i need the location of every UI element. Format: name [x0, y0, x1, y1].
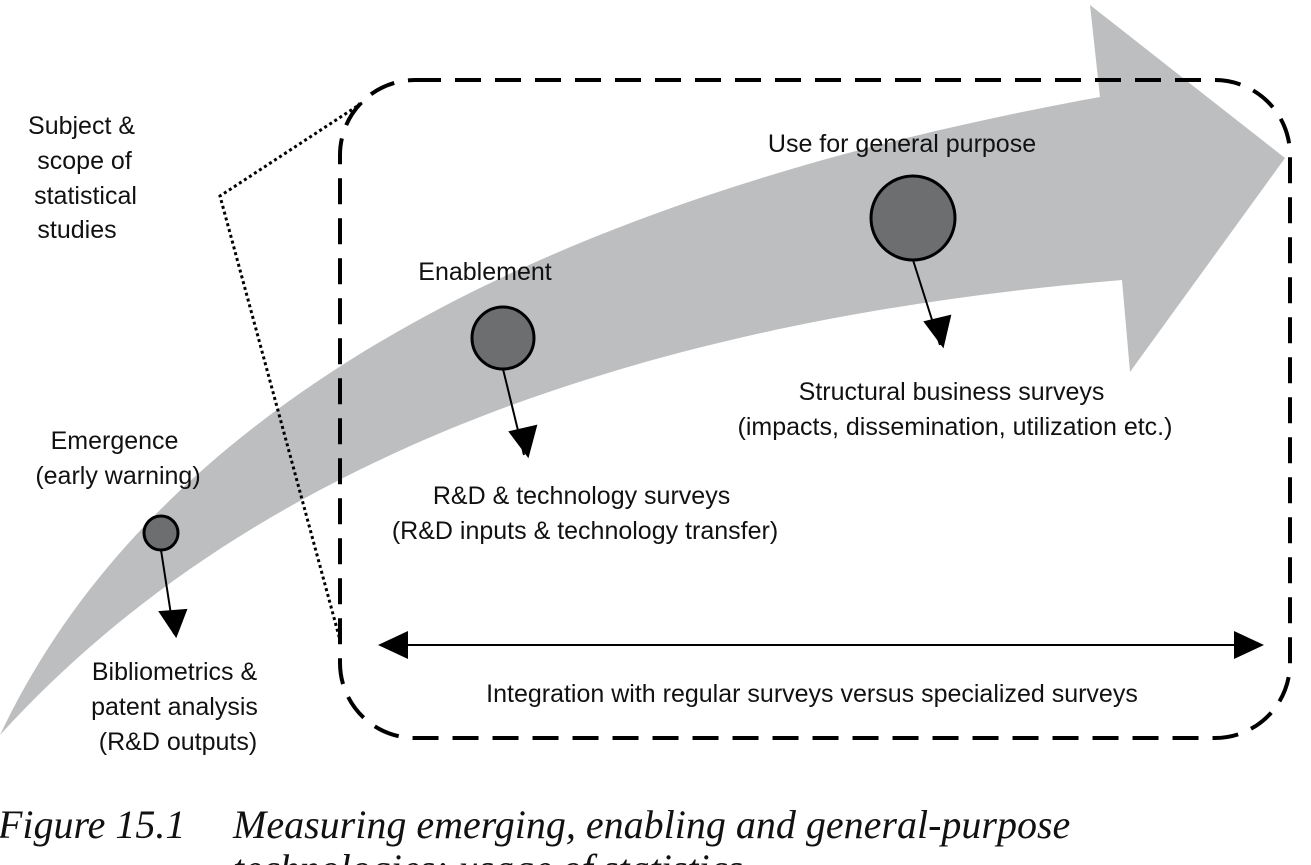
subject-label: Subject & scope of statistical studies: [28, 112, 144, 244]
caption-line-1: Measuring emerging, enabling and general…: [232, 802, 1070, 847]
enablement-label: Enablement: [418, 258, 551, 286]
scope-box: [338, 78, 1292, 740]
integration-double-arrow: [378, 631, 1264, 659]
bibliometrics-label: Bibliometrics & patent analysis (R&D out…: [91, 658, 265, 756]
pointer-arrows: [158, 259, 952, 639]
figure-number: Figure 15.1: [0, 802, 185, 847]
structural-surveys-label: Structural business surveys (impacts, di…: [738, 378, 1173, 441]
enablement-node: [470, 305, 536, 371]
emergence-label: Emergence (early warning): [35, 427, 200, 490]
growth-arrow: [0, 5, 1285, 735]
rnd-surveys-label: R&D & technology surveys (R&D inputs & t…: [392, 482, 778, 545]
integration-label: Integration with regular surveys versus …: [486, 680, 1138, 708]
general-node: [869, 174, 957, 262]
caption-line-2: technologies: usage of statistics: [233, 846, 743, 865]
general-purpose-label: Use for general purpose: [768, 130, 1036, 158]
emergence-node: [142, 514, 180, 552]
scope-dotted-line: [218, 101, 363, 641]
